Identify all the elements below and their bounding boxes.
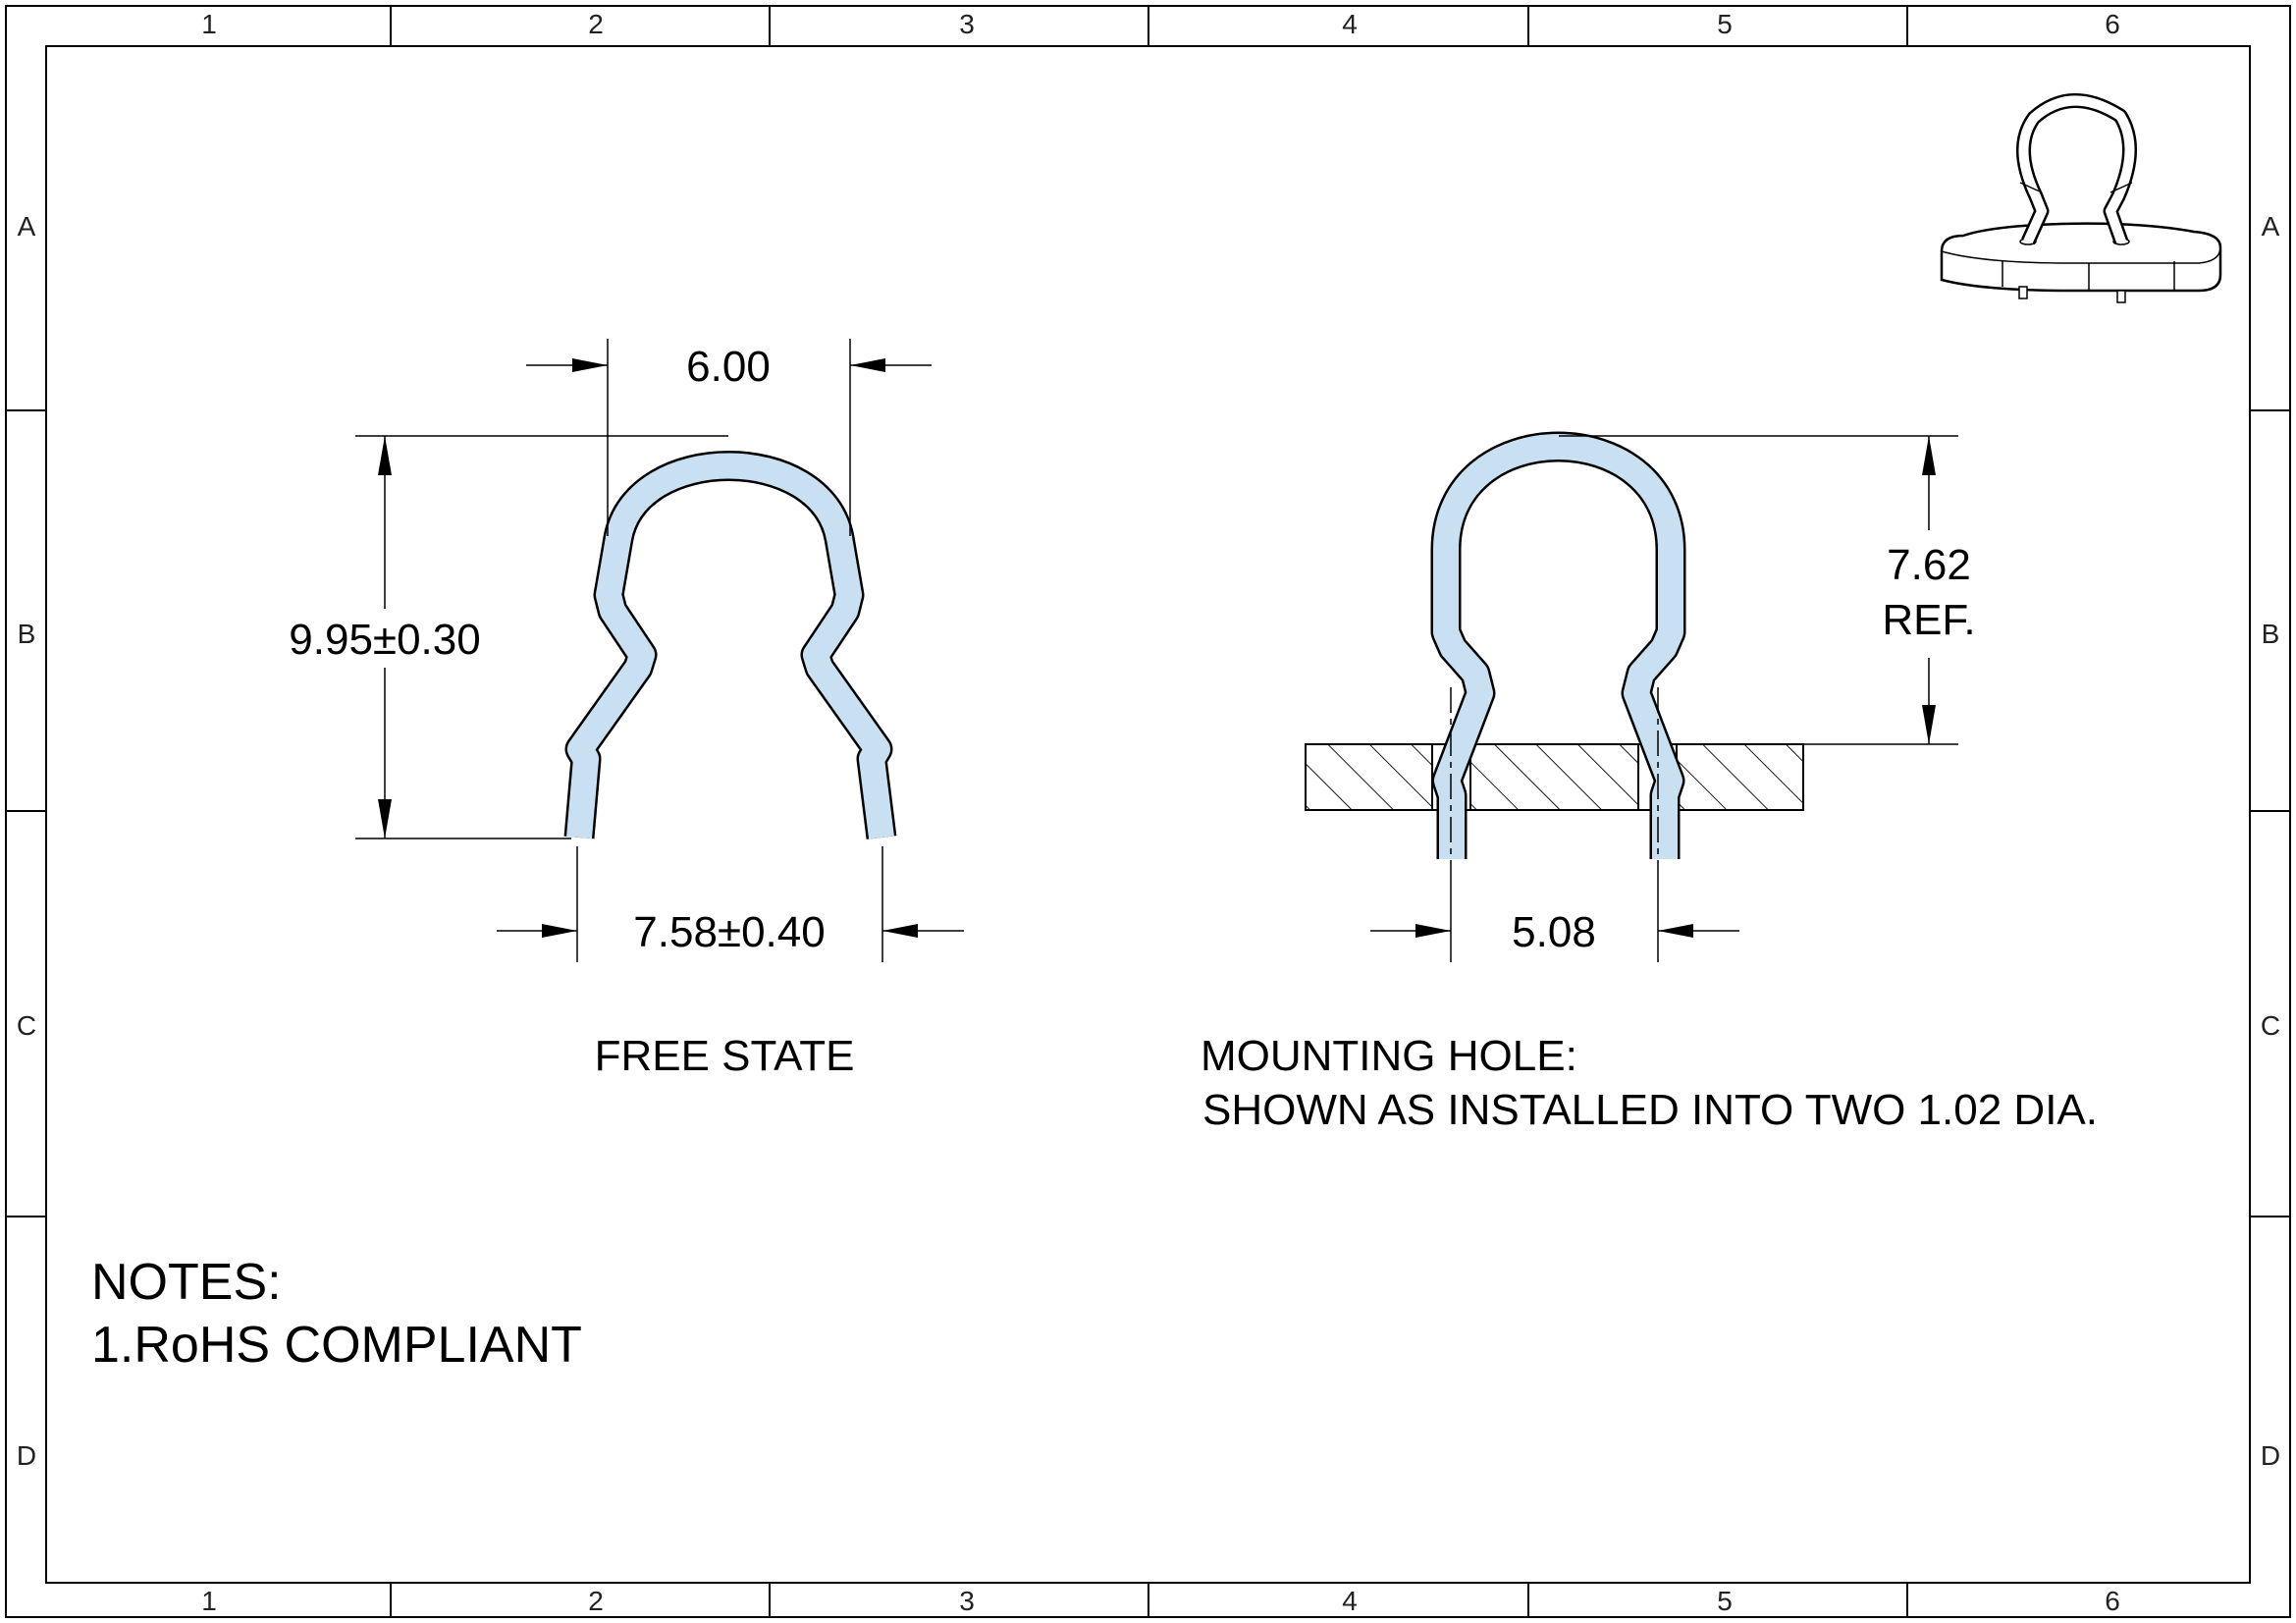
dimension-label-width: 6.00 [686,343,771,391]
column-label: 1 [201,9,217,39]
row-label: C [2261,1010,2280,1041]
row-label: A [2262,211,2280,242]
row-label: C [17,1010,36,1041]
dimension-pitch-5-08: 5.08 [1370,864,1739,962]
column-label: 4 [1342,1586,1358,1616]
row-labels-left: A B C D [17,211,36,1471]
notes-heading: NOTES: [91,1254,282,1311]
column-label: 2 [588,9,604,39]
dimension-label-height-ref: 7.62 [1887,541,1971,589]
isometric-view [1940,93,2222,303]
note-item: 1.RoHS COMPLIANT [91,1317,582,1374]
column-label: 2 [588,1586,604,1616]
dimension-label-pitch: 5.08 [1512,908,1596,956]
column-label: 5 [1717,1586,1733,1616]
dimension-label-ref-suffix: REF. [1882,596,1975,644]
free-state-caption: FREE STATE [595,1032,855,1080]
column-label: 1 [201,1586,217,1616]
row-label: A [18,211,36,242]
row-label: D [17,1440,36,1471]
mounting-hole-caption-line1: MOUNTING HOLE: [1201,1032,1577,1080]
column-label: 5 [1717,9,1733,39]
dimension-width-6-00: 6.00 [526,339,932,536]
column-labels-top: 1 2 3 4 5 6 [201,9,2120,39]
column-labels-bottom: 1 2 3 4 5 6 [201,1586,2120,1616]
mounting-hole-caption-line2: SHOWN AS INSTALLED INTO TWO 1.02 DIA. [1202,1086,2098,1134]
dimension-height-7-62: 7.62 REF. [1559,435,1976,745]
mounting-board-section [1305,743,1804,811]
column-label: 3 [959,1586,975,1616]
dimension-label-height: 9.95±0.30 [289,616,480,664]
column-label: 3 [959,9,975,39]
column-label: 6 [2105,1586,2120,1616]
free-state-view: 6.00 9.95±0.30 7.58±0.40 FREE STATE [280,339,964,1080]
row-label: D [2261,1440,2280,1471]
dimension-span-7-58: 7.58±0.40 [497,846,964,962]
sheet-border [5,5,2291,1618]
dimension-height-9-95: 9.95±0.30 [280,435,728,839]
column-label: 6 [2105,9,2120,39]
row-label: B [2262,619,2280,649]
clip-free-state [563,451,897,839]
column-label: 4 [1342,9,1358,39]
notes-block: NOTES: 1.RoHS COMPLIANT [91,1254,582,1374]
row-labels-right: A B C D [2261,211,2280,1471]
installed-view: 7.62 REF. 5.08 MOUNTING HOLE: SHOWN AS I… [1201,431,2098,1134]
row-label: B [18,619,36,649]
clip-installed [1430,431,1686,859]
dimension-label-span: 7.58±0.40 [633,908,825,956]
